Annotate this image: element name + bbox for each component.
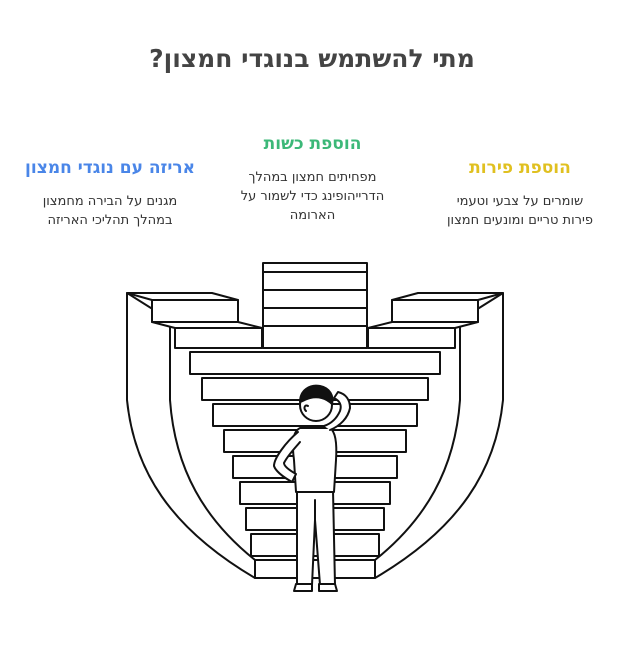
- right-step-2: [367, 327, 456, 349]
- packaging-column: אריזה עם נוגדי חמצון מגנים על הבירה מחמצ…: [10, 158, 210, 230]
- fruit-desc-line-1: שומרים על צבעי וטעמי: [456, 194, 584, 209]
- person-left-shoe: [293, 583, 313, 592]
- hops-desc-line-3: הארומה: [289, 208, 336, 223]
- center-tower: [262, 262, 368, 349]
- hops-heading: הוספת כשות: [263, 134, 362, 154]
- fruit-desc-line-2: פירות טריים ומונעים חמצון: [447, 213, 593, 228]
- thinking-person: [273, 384, 351, 592]
- packaging-desc-line-1: מגנים על הבירה מחמצון: [42, 194, 178, 209]
- hops-desc-line-1: מפחיתים חמצון במהלך: [248, 170, 377, 185]
- fruit-column: הוספת פירות שומרים על צבעי וטעמי פירות ט…: [420, 158, 620, 230]
- person-right-shoe: [318, 583, 338, 592]
- person-right-arm: [323, 391, 351, 431]
- right-step-top-face-1: [391, 292, 504, 301]
- right-step-1: [391, 299, 479, 323]
- packaging-desc-line-2: במהלך תהליכי האריזה: [47, 213, 173, 228]
- person-hair: [299, 384, 334, 405]
- left-step-1: [151, 299, 239, 323]
- person-left-arm: [273, 431, 301, 483]
- funnel-step-9: [254, 559, 376, 579]
- left-step-top-face-1: [126, 292, 239, 301]
- person-torso: [291, 427, 338, 493]
- packaging-heading: אריזה עם נוגדי חמצון: [25, 158, 195, 178]
- funnel-step-1: [189, 351, 441, 375]
- hops-desc-line-2: הדרייהופינג כדי לשמור על: [240, 189, 385, 204]
- fruit-heading: הוספת פירות: [469, 158, 571, 178]
- page-title: מתי להשתמש בנוגדי חמצון?: [149, 44, 475, 73]
- hops-column: הוספת כשות מפחיתים חמצון במהלך הדרייהופי…: [225, 134, 400, 225]
- left-step-2: [174, 327, 263, 349]
